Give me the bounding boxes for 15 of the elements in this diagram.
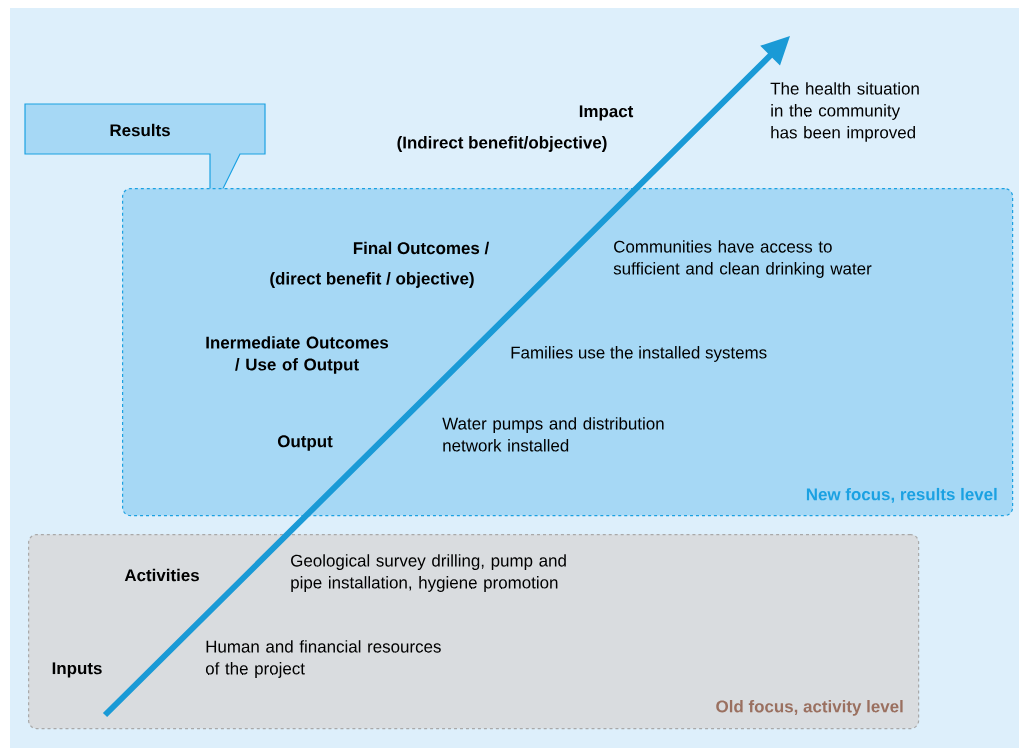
description-text: Families use the installed systems xyxy=(511,346,767,362)
level-label: (direct benefit / objective) xyxy=(270,272,474,288)
level-label: Inermediate Outcomes / Use of Output xyxy=(206,336,389,374)
level-label: Output xyxy=(277,435,333,451)
level-label: (Indirect benefit/objective) xyxy=(397,136,607,152)
description-text: Water pumps and distribution network installed xyxy=(442,417,664,452)
description-text: Human and financial resources of the project xyxy=(205,640,441,678)
description-text: Geological survey drilling, pump and pipe installation, hygiene promotion xyxy=(291,554,566,592)
level-label: Inputs xyxy=(52,662,102,678)
description-text: Communities have access to sufficient and clean drinking water xyxy=(613,240,872,278)
results-callout: Results xyxy=(24,103,266,218)
level-label: Impact xyxy=(579,105,634,121)
description-text: The health situation in the community has been improved xyxy=(770,82,919,142)
level-label: Activities xyxy=(124,568,199,582)
level-label: Final Outcomes / xyxy=(353,241,490,255)
